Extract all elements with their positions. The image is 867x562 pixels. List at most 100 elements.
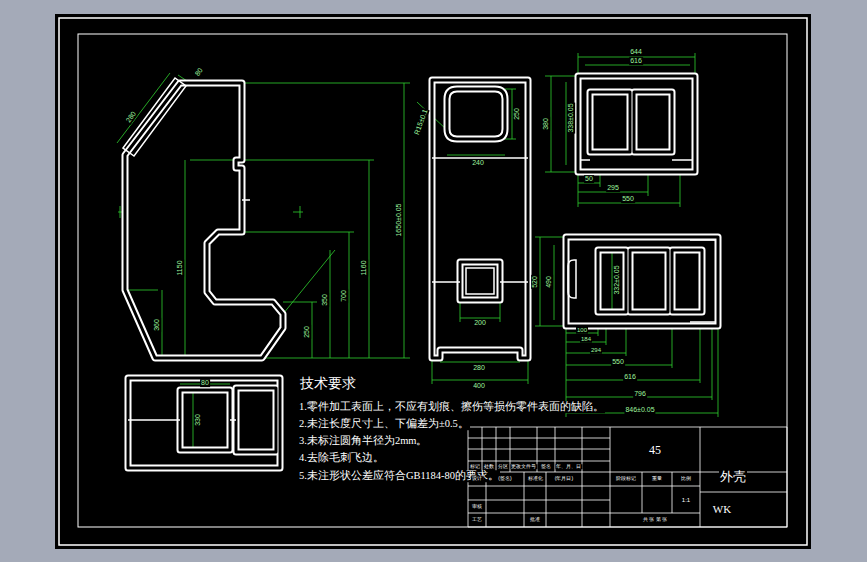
title-block-cell: 共 张 第 张 bbox=[642, 517, 668, 523]
part-detail bbox=[580, 159, 692, 161]
title-block-cell: 分区 bbox=[497, 464, 509, 470]
requirement-note: 4.去除毛刺飞边。 bbox=[298, 452, 385, 464]
dimension-line bbox=[545, 172, 578, 173]
outer-border bbox=[59, 18, 807, 545]
requirement-note: 5.未注形状公差应符合GB1184-80的要求。 bbox=[298, 470, 500, 482]
title-block-line bbox=[468, 513, 700, 514]
dimension-text: 400 bbox=[472, 382, 486, 390]
title-block-cell: (签名) bbox=[497, 476, 512, 482]
dimension-text: 240 bbox=[471, 159, 485, 167]
part-wall bbox=[598, 250, 626, 312]
part-detail bbox=[242, 199, 250, 201]
dimension-line bbox=[505, 139, 516, 140]
dimension-text: 280 bbox=[124, 109, 138, 125]
requirement-note: 3.未标注圆角半径为2mm。 bbox=[298, 435, 428, 447]
dimension-text: 330 bbox=[194, 413, 202, 427]
dimension-line bbox=[718, 326, 719, 417]
dimension-line bbox=[125, 290, 158, 291]
title-block-cell: 签名 bbox=[540, 464, 552, 470]
title-block-line bbox=[610, 427, 611, 527]
part-detail bbox=[123, 78, 186, 156]
dimension-line bbox=[432, 380, 528, 381]
part-detail bbox=[128, 419, 236, 421]
dimension-text: 360 bbox=[153, 318, 161, 332]
part-outline bbox=[128, 378, 280, 468]
part-wall bbox=[432, 80, 528, 358]
dimension-lines bbox=[117, 53, 718, 450]
dimension-line bbox=[242, 232, 354, 233]
title-block-line bbox=[468, 438, 610, 439]
dimension-line bbox=[185, 160, 186, 358]
dimension-text: R15±0.1 bbox=[413, 107, 430, 136]
dimension-text: 616 bbox=[629, 57, 643, 65]
dimension-line bbox=[554, 245, 555, 320]
part-detail bbox=[432, 281, 528, 283]
dimension-text: 332±0.05 bbox=[613, 264, 621, 295]
sheet-ground bbox=[55, 14, 811, 549]
part-outline bbox=[180, 390, 230, 450]
requirement-note: 1.零件加工表面上，不应有划痕、擦伤等损伤零件表面的缺陷。 bbox=[298, 401, 605, 413]
part-wall bbox=[578, 76, 695, 172]
part-wall bbox=[630, 250, 668, 312]
dimension-text: 280 bbox=[472, 364, 486, 372]
dimension-line bbox=[404, 83, 405, 358]
title-block-cell: 设计 bbox=[471, 476, 483, 482]
dimension-line bbox=[262, 358, 410, 359]
title-block-cell: 重量 bbox=[651, 476, 663, 482]
dimension-line bbox=[242, 160, 374, 161]
dimension-line bbox=[293, 212, 303, 213]
dimension-text: 50 bbox=[584, 175, 594, 183]
title-block-line bbox=[468, 527, 787, 528]
part-wall bbox=[566, 237, 718, 326]
part-wall bbox=[180, 390, 230, 450]
dimension-line bbox=[349, 232, 350, 358]
part-wall bbox=[460, 262, 500, 300]
title-block-line bbox=[468, 486, 700, 487]
dimension-line bbox=[432, 358, 433, 384]
part-wall bbox=[590, 92, 630, 152]
part-wall bbox=[672, 250, 702, 312]
title-block-cell: 1:1 bbox=[681, 497, 691, 504]
part-outline bbox=[578, 76, 695, 172]
title-block-line bbox=[582, 472, 583, 527]
part-outline bbox=[447, 89, 505, 139]
part-outline bbox=[432, 80, 528, 358]
title-block-cell: 审核 bbox=[471, 504, 483, 510]
dimension-text: 1150 bbox=[176, 259, 184, 276]
part-detail bbox=[690, 240, 716, 322]
dimension-line bbox=[712, 326, 713, 400]
part-outline bbox=[590, 92, 630, 152]
dimension-line bbox=[120, 206, 121, 218]
dimension-line bbox=[283, 302, 317, 303]
part-wall bbox=[236, 388, 276, 452]
title-block-cell: 工艺 bbox=[471, 517, 483, 523]
dimension-text: 490 bbox=[545, 275, 553, 289]
dimension-line bbox=[242, 83, 410, 84]
part-outline bbox=[598, 250, 626, 312]
dimension-line bbox=[369, 160, 370, 358]
title-block-line bbox=[546, 472, 547, 527]
title-block-cell: 批准 bbox=[529, 517, 541, 523]
dimension-text: 295 bbox=[606, 184, 620, 192]
dimension-line bbox=[162, 290, 163, 358]
dimension-line bbox=[672, 326, 673, 368]
part-detail bbox=[466, 268, 494, 294]
inner-frame bbox=[78, 34, 787, 527]
title-block-line bbox=[468, 449, 610, 450]
dimension-line bbox=[300, 206, 301, 218]
dimension-line bbox=[540, 237, 541, 326]
title-block-line bbox=[642, 472, 643, 513]
part-outline bbox=[634, 92, 672, 152]
part-wall bbox=[447, 89, 505, 139]
dimension-text: 380 bbox=[542, 117, 550, 131]
title-block-cell: 阶段标记 bbox=[615, 476, 637, 482]
part-outline bbox=[630, 250, 668, 312]
title-block-line bbox=[700, 492, 787, 493]
dimension-text: 1650±0.05 bbox=[395, 202, 403, 237]
title-block-cell: 标准化 bbox=[527, 476, 544, 482]
dimension-line bbox=[440, 362, 520, 363]
dimension-line bbox=[700, 326, 701, 383]
dimension-text: 550 bbox=[621, 195, 635, 203]
title-block-line bbox=[700, 427, 701, 527]
part-outline bbox=[236, 388, 276, 452]
